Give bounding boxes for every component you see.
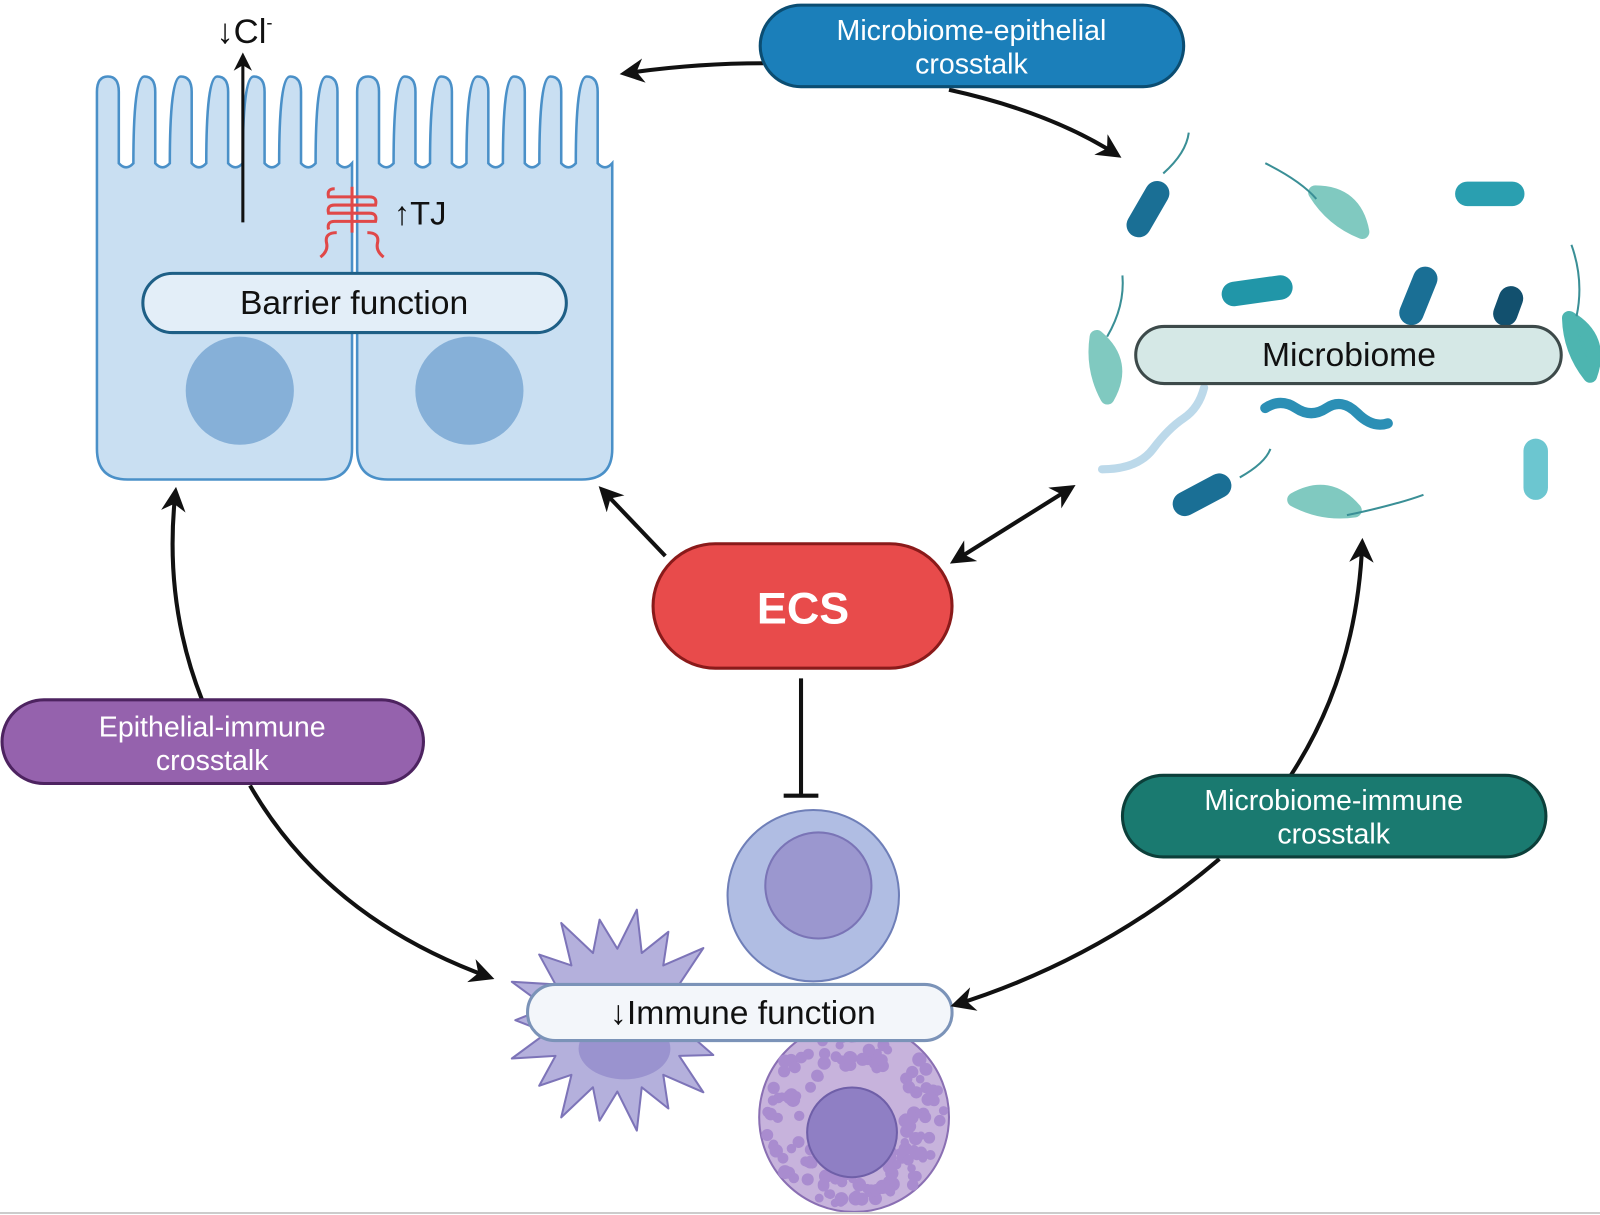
barrier-function-node: Barrier function [143, 273, 566, 332]
granule [903, 1081, 916, 1094]
granule [900, 1125, 913, 1138]
granule [923, 1132, 935, 1144]
granule [837, 1199, 845, 1207]
granule [768, 1142, 777, 1151]
inhibition-ecs-to-immune [784, 678, 819, 795]
flagellum-icon [1163, 133, 1189, 174]
microbiome-label: Microbiome [1262, 337, 1436, 374]
granule [813, 1071, 824, 1082]
granule [818, 1180, 830, 1192]
granule [795, 1052, 807, 1064]
granule [856, 1053, 869, 1066]
epithelial-immune-crosstalk: Epithelial-immune crosstalk [2, 700, 423, 784]
granule [802, 1173, 814, 1185]
granule [883, 1177, 891, 1185]
tight-junction-label: ↑TJ [394, 194, 447, 231]
barrier-function-label: Barrier function [240, 285, 468, 322]
curved-bacterium-icon [1092, 335, 1120, 398]
arrow-ecs-microbiome [954, 488, 1071, 561]
granule [778, 1165, 792, 1179]
rod-bacterium-icon [1396, 263, 1442, 329]
rod-bacterium-icon [1523, 439, 1547, 500]
granulocyte-icon [759, 1022, 949, 1212]
rod-bacterium-icon [1168, 469, 1235, 520]
arrow-ecs-to-barrier [602, 490, 665, 556]
curved-bacterium-icon [1564, 314, 1600, 378]
svg-text:Microbiome-epithelial: Microbiome-epithelial [837, 15, 1107, 47]
flagellum-icon [1240, 449, 1271, 478]
granule [783, 1090, 797, 1104]
svg-text:crosstalk: crosstalk [156, 745, 269, 777]
svg-text:crosstalk: crosstalk [915, 48, 1028, 80]
decrease-arrow: ↓ [610, 995, 627, 1032]
arrow-crosstalk-to-microbiome [949, 90, 1117, 155]
arrow-crosstalk-to-microbiome-bottom [1291, 543, 1362, 776]
granule [853, 1178, 867, 1192]
chloride-label: ↓Cl- [216, 12, 272, 51]
ecs-node: ECS [653, 544, 952, 668]
granule [793, 1136, 805, 1148]
granule [825, 1189, 835, 1199]
spirillum-icon [1265, 403, 1387, 425]
granule [933, 1085, 943, 1095]
nucleus-left [186, 337, 294, 445]
granule [892, 1160, 901, 1169]
granule [837, 1055, 846, 1064]
granule [919, 1111, 931, 1123]
granule [768, 1095, 778, 1105]
granule [903, 1155, 914, 1166]
granule [848, 1052, 857, 1061]
svg-text:Epithelial-immune: Epithelial-immune [99, 712, 326, 744]
microbiome-node: Microbiome [1136, 326, 1562, 383]
granule [873, 1049, 882, 1058]
svg-text:crosstalk: crosstalk [1277, 819, 1390, 851]
rod-bacterium-icon [1122, 177, 1174, 242]
immune-function-node: ↓Immune function [528, 984, 952, 1040]
granule [912, 1052, 926, 1066]
arrow-crosstalk-to-immune-left [250, 786, 490, 978]
microbiome-immune-crosstalk: Microbiome-immune crosstalk [1122, 775, 1545, 857]
arrow-crosstalk-to-immune-right [955, 859, 1219, 1005]
granule [916, 1075, 925, 1084]
svg-text:Microbiome-immune: Microbiome-immune [1204, 785, 1463, 817]
granule [899, 1113, 912, 1126]
granule [778, 1153, 789, 1164]
granule [884, 1185, 894, 1195]
granule [789, 1061, 801, 1073]
granule [852, 1190, 861, 1199]
granule [815, 1194, 824, 1203]
flagellum-icon [1107, 275, 1123, 336]
rod-bacterium-icon [1220, 274, 1294, 308]
granule [794, 1111, 804, 1121]
granule [906, 1066, 918, 1078]
arrow-crosstalk-to-barrier [173, 492, 202, 700]
granulocyte-nucleus [807, 1087, 897, 1177]
granule [907, 1179, 919, 1190]
granule [761, 1129, 773, 1141]
granule [934, 1115, 946, 1127]
immune-function-label: Immune function [627, 995, 876, 1032]
granule [900, 1138, 909, 1147]
granule [922, 1093, 935, 1106]
granule [818, 1057, 831, 1070]
ecs-label: ECS [757, 582, 849, 633]
arrow-crosstalk-to-epithelium [624, 63, 763, 73]
granule [805, 1082, 816, 1093]
svg-text:↓Immune function: ↓Immune function [610, 995, 876, 1032]
granule [915, 1147, 927, 1159]
nucleus-right [415, 337, 523, 445]
granule [768, 1082, 780, 1094]
rod-bacterium-icon [1455, 182, 1524, 206]
microbiome-epithelial-crosstalk: Microbiome-epithelial crosstalk [760, 5, 1183, 87]
curved-bacterium-icon [1312, 183, 1370, 236]
spirillum-icon [1102, 388, 1204, 470]
flagellum-icon [1571, 245, 1579, 316]
lymphocyte-icon [728, 810, 899, 981]
curved-bacterium-icon [1293, 487, 1356, 515]
granule [939, 1106, 948, 1115]
granule [883, 1045, 892, 1054]
granule [764, 1108, 777, 1121]
rod-bacterium-icon [1490, 283, 1527, 330]
